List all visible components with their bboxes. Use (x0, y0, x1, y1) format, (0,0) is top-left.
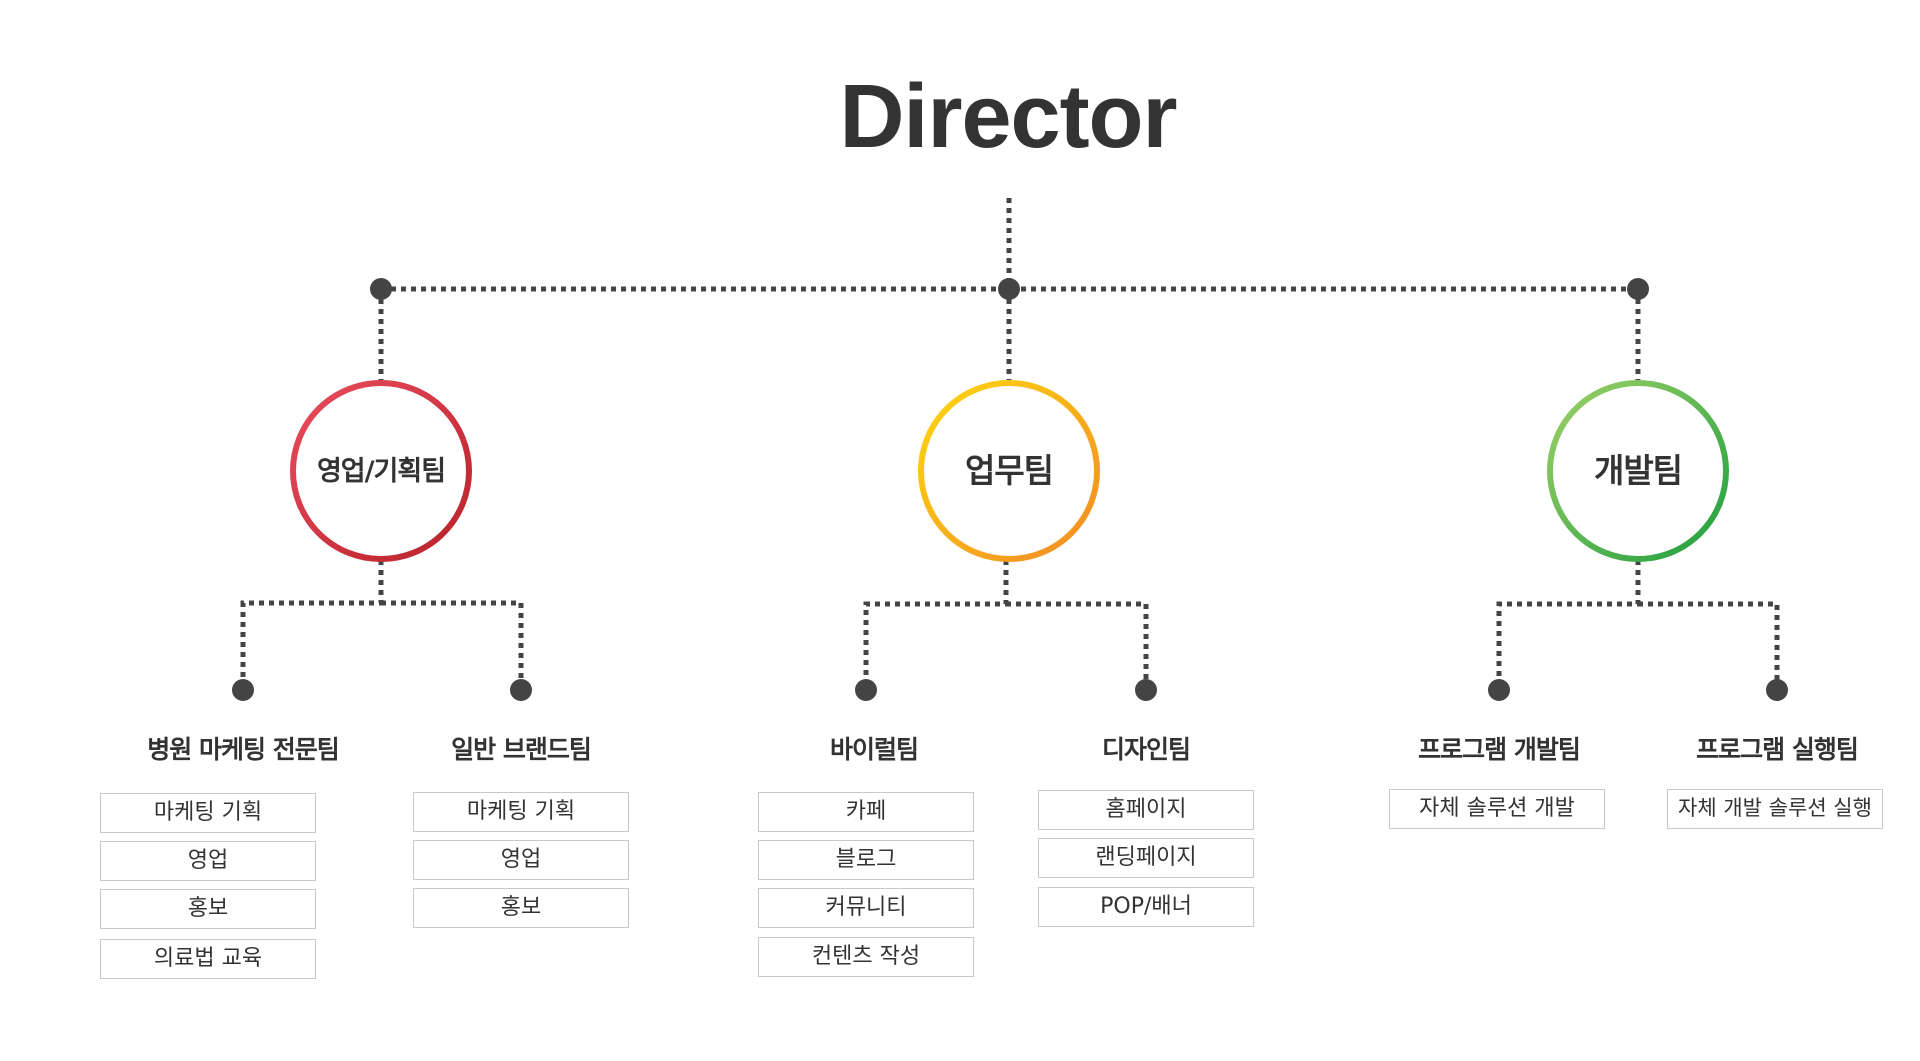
subteam-title: 바이럴팀 (829, 735, 919, 764)
subteam-title: 병원 마케팅 전문팀 (147, 735, 339, 764)
duty-item: 자체 개발 솔루션 실행 (1667, 789, 1883, 829)
duty-item: 컨텐츠 작성 (758, 937, 974, 977)
team-2-ring (1547, 380, 1729, 562)
junction-dot (998, 278, 1020, 300)
duty-item: 자체 솔루션 개발 (1389, 789, 1605, 829)
duty-item: 홍보 (100, 889, 316, 929)
duty-item: 의료법 교육 (100, 939, 316, 979)
junction-dot (370, 278, 392, 300)
subteam-title: 프로그램 실행팀 (1696, 735, 1859, 764)
duty-item: 홈페이지 (1038, 790, 1254, 830)
duty-item: 카페 (758, 792, 974, 832)
duty-item: 마케팅 기획 (100, 793, 316, 833)
team-0-branch-line-right (381, 600, 524, 690)
subteam-dot (1488, 679, 1510, 701)
team-0-label: 영업/기획팀 (316, 456, 446, 487)
team-1-label: 업무팀 (964, 451, 1054, 490)
duty-item: 마케팅 기획 (413, 792, 629, 832)
subteam-dot (855, 679, 877, 701)
subteam-dot (510, 679, 532, 701)
subteam-title: 프로그램 개발팀 (1418, 735, 1581, 764)
team-0-ring (290, 380, 472, 562)
team-1-branch-line-right (1006, 601, 1149, 690)
team-2-label: 개발팀 (1593, 451, 1683, 490)
director-title: Director (839, 67, 1177, 167)
duty-item: POP/배너 (1038, 887, 1254, 927)
duty-item: 랜딩페이지 (1038, 838, 1254, 878)
subteam-dot (232, 679, 254, 701)
team-1-branch-line (863, 560, 1009, 690)
team-0-branch-line (240, 560, 384, 690)
team-2-branch-line (1496, 560, 1641, 690)
duty-item: 홍보 (413, 888, 629, 928)
duty-item: 블로그 (758, 840, 974, 880)
team-2-branch-line-right (1638, 601, 1780, 690)
duty-item: 영업 (413, 840, 629, 880)
subteam-dot (1135, 679, 1157, 701)
team-1-ring (918, 380, 1100, 562)
subteam-title: 일반 브랜드팀 (451, 735, 592, 764)
duty-item: 커뮤니티 (758, 888, 974, 928)
duty-item: 영업 (100, 841, 316, 881)
junction-dot (1627, 278, 1649, 300)
subteam-title: 디자인팀 (1101, 735, 1191, 764)
subteam-dot (1766, 679, 1788, 701)
